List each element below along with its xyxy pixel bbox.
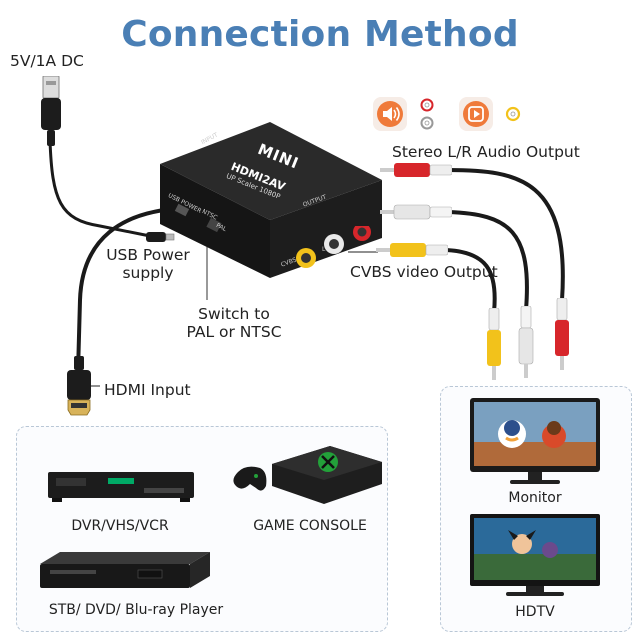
- rca-plug-red-h: [380, 162, 452, 178]
- rca-plug-red-v: [554, 298, 570, 370]
- rca-plug-white-h: [380, 204, 452, 220]
- usb-power-label: USB Power supply: [98, 246, 198, 282]
- audio-jack-rings-icon: [418, 97, 436, 131]
- box-l-label: L: [322, 246, 326, 253]
- video-jack-ring-icon: [504, 105, 522, 123]
- usb-power-label-line1: USB Power: [106, 246, 190, 264]
- micro-usb-plug-icon: [146, 226, 176, 246]
- stereo-audio-label: Stereo L/R Audio Output: [392, 143, 580, 161]
- play-icon: [458, 96, 494, 132]
- dc-label: 5V/1A DC: [10, 52, 84, 70]
- usb-power-label-line2: supply: [122, 264, 174, 282]
- source-label-dvr: DVR/VHS/VCR: [71, 518, 169, 534]
- switch-label-line1: Switch to: [198, 305, 270, 323]
- dvr-device-image: [48, 470, 194, 504]
- hdtv-image: [470, 514, 600, 598]
- game-console-image: [232, 442, 382, 512]
- hdmi-plug-icon: [64, 356, 94, 420]
- rca-plug-yellow-h: [376, 242, 448, 258]
- usb-plug-icon: [38, 76, 64, 148]
- monitor-image: [470, 398, 600, 486]
- output-label-hdtv: HDTV: [515, 604, 555, 620]
- hdmi-input-label: HDMI Input: [104, 381, 191, 399]
- source-label-game-console: GAME CONSOLE: [253, 518, 367, 534]
- switch-label-line2: PAL or NTSC: [186, 323, 282, 341]
- cvbs-label: CVBS video Output: [350, 263, 498, 281]
- page-title: Connection Method: [121, 14, 519, 55]
- rca-plug-white-v: [518, 306, 534, 378]
- output-label-monitor: Monitor: [508, 490, 562, 506]
- rca-jacks-on-box: [290, 226, 380, 276]
- switch-label: Switch to PAL or NTSC: [184, 305, 284, 341]
- bluray-player-image: [40, 548, 210, 596]
- speaker-icon: [372, 96, 408, 132]
- rca-plug-yellow-v: [486, 308, 502, 380]
- source-label-bluray: STB/ DVD/ Blu-ray Player: [48, 602, 224, 618]
